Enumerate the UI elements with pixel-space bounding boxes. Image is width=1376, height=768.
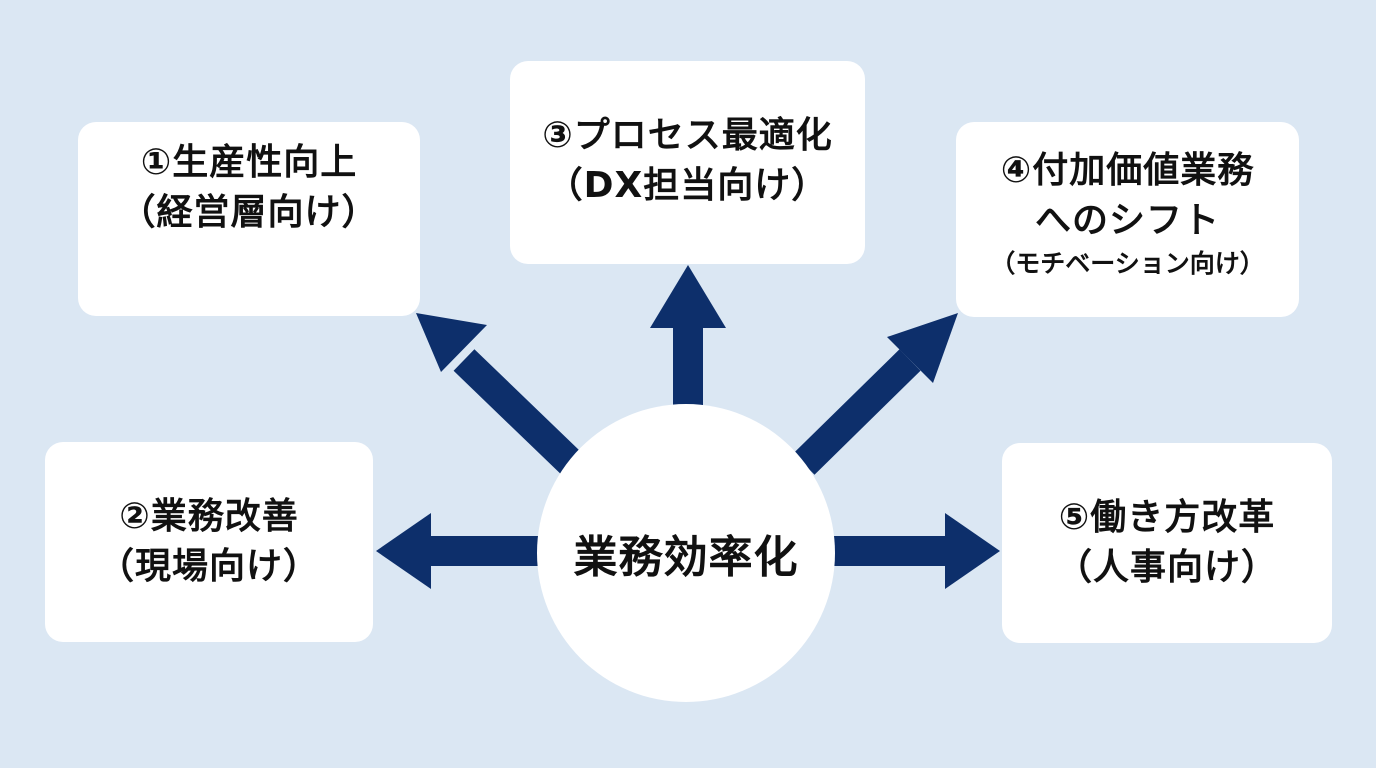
box5-audience: （人事向け） bbox=[1055, 547, 1278, 588]
value-added-shift-box: ④付加価値業務 へのシフト （モチベーション向け） bbox=[956, 122, 1299, 317]
arrow-to-box2 bbox=[376, 513, 540, 589]
arrow-to-box5 bbox=[834, 513, 1000, 589]
box4-title-cont: へのシフト bbox=[1034, 200, 1220, 241]
box3-audience: （DX担当向け） bbox=[546, 165, 829, 206]
center-label: 業務効率化 bbox=[573, 532, 799, 583]
box1-audience: （経営層向け） bbox=[119, 192, 379, 233]
box3-title: ③プロセス最適化 bbox=[542, 115, 833, 156]
arrow-to-box3 bbox=[650, 265, 726, 405]
box4-title: ④付加価値業務 bbox=[1000, 150, 1255, 191]
arrow-to-box1 bbox=[416, 313, 585, 477]
work-style-reform-box: ⑤働き方改革 （人事向け） bbox=[1002, 443, 1332, 643]
box5-title: ⑤働き方改革 bbox=[1058, 497, 1276, 538]
arrow-to-box4 bbox=[793, 313, 958, 475]
center-circle: 業務効率化 bbox=[537, 404, 835, 702]
box1-title: ①生産性向上 bbox=[140, 142, 358, 183]
box2-title: ②業務改善 bbox=[119, 496, 299, 537]
box4-audience: （モチベーション向け） bbox=[990, 249, 1265, 278]
productivity-box: ①生産性向上 （経営層向け） bbox=[78, 122, 420, 316]
process-optimization-box: ③プロセス最適化 （DX担当向け） bbox=[510, 61, 865, 264]
business-improvement-box: ②業務改善 （現場向け） bbox=[45, 442, 373, 642]
box2-audience: （現場向け） bbox=[97, 546, 320, 587]
